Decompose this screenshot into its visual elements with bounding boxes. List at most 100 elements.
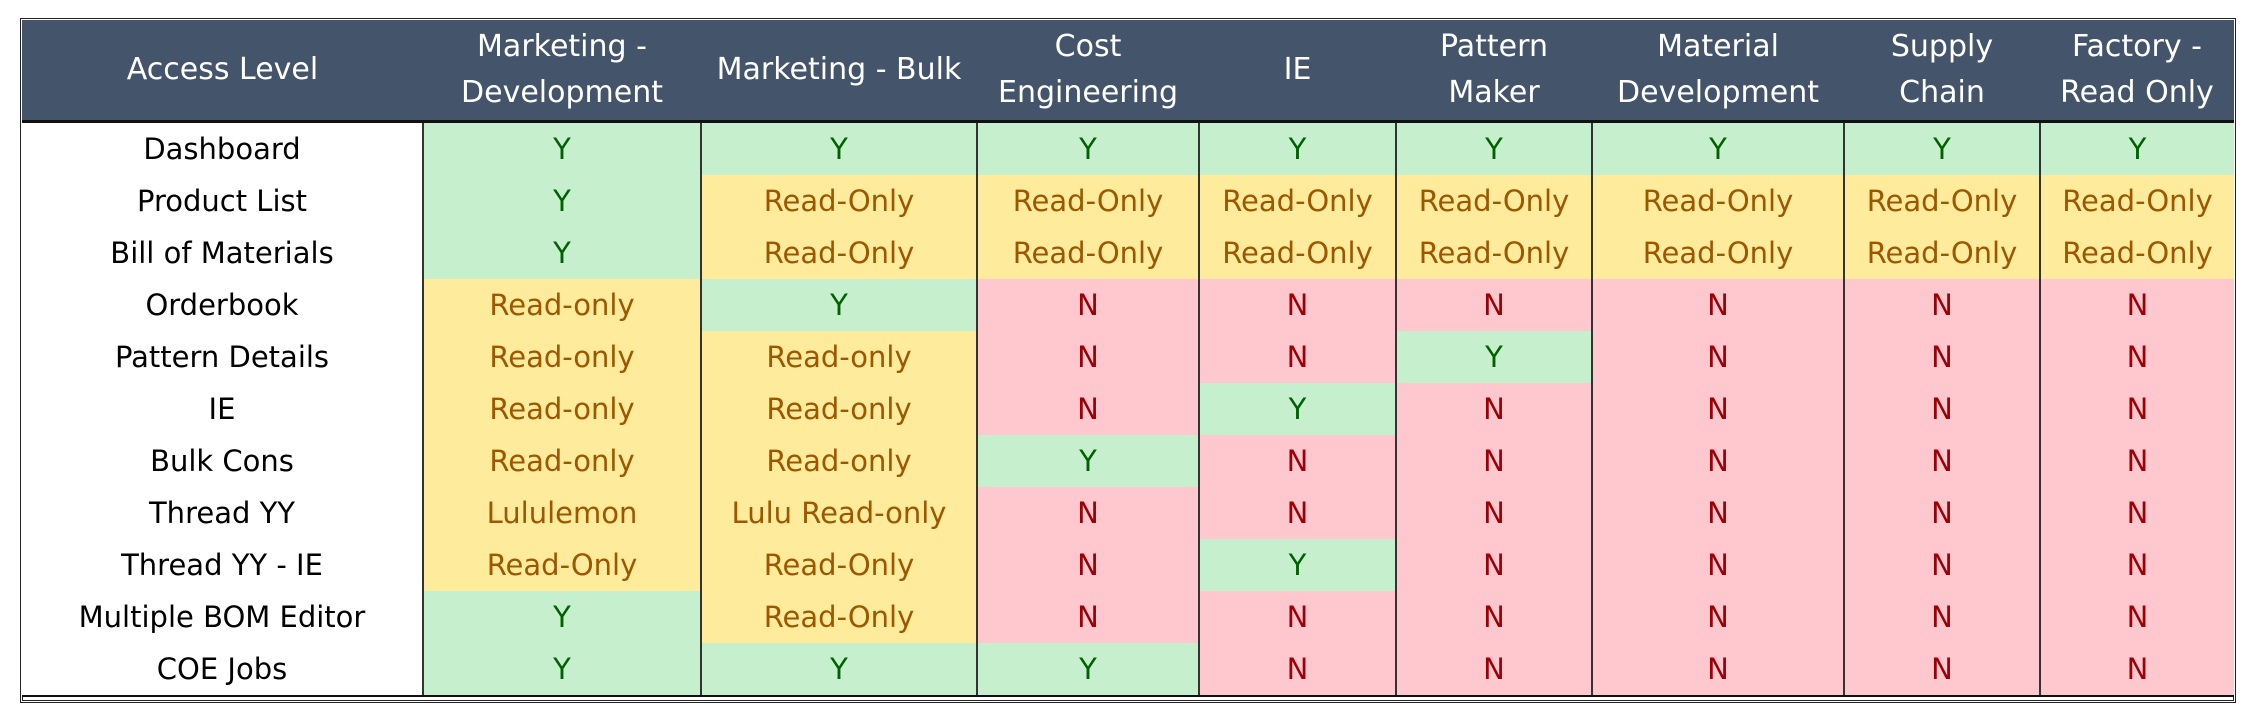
access-cell: Read-Only [2039,175,2234,227]
row-label: Orderbook [22,279,423,331]
access-cell: N [1843,279,2040,331]
column-header: Factory - Read Only [2040,20,2234,123]
access-cell: Y [422,175,701,227]
column-header: Pattern Maker [1396,20,1592,123]
access-cell: Read-Only [1395,175,1592,227]
access-cell: N [1198,331,1396,383]
access-cell: N [1843,435,2040,487]
access-cell: Y [1591,121,1844,175]
access-cell: N [1591,487,1844,539]
access-cell: Read-Only [1591,227,1844,279]
access-cell: N [1395,539,1592,591]
access-cell: Read-only [700,331,977,383]
access-cell: N [1591,643,1844,697]
access-cell: N [1843,487,2040,539]
access-cell: Read-Only [1395,227,1592,279]
access-cell: N [2039,435,2234,487]
access-cell: Y [2039,121,2234,175]
access-cell: Read-Only [700,227,977,279]
access-cell: N [1843,539,2040,591]
access-cell: N [2039,383,2234,435]
access-cell: Y [1198,121,1396,175]
access-cell: Y [422,643,701,697]
access-cell: Read-Only [2039,227,2234,279]
access-cell: N [976,539,1199,591]
access-cell: Y [700,643,977,697]
column-header: Supply Chain [1844,20,2040,123]
access-cell: N [2039,487,2234,539]
access-cell: Y [422,121,701,175]
access-cell: Read-only [422,435,701,487]
row-label: Thread YY - IE [22,539,423,591]
access-cell: N [1395,383,1592,435]
access-cell: N [1591,539,1844,591]
access-cell: Y [422,591,701,643]
access-cell: Lululemon [422,487,701,539]
access-cell: N [1198,591,1396,643]
access-cell: N [1843,383,2040,435]
row-label: Thread YY [22,487,423,539]
column-header: Marketing - Bulk [701,20,977,123]
column-header: Marketing - Development [423,20,701,123]
access-cell: Read-Only [976,227,1199,279]
access-cell: N [976,279,1199,331]
access-cell: N [1198,435,1396,487]
access-cell: N [1591,279,1844,331]
access-cell: Read-only [422,331,701,383]
access-cell: Read-Only [1843,227,2040,279]
access-cell: Read-Only [1591,175,1844,227]
access-cell: N [2039,539,2234,591]
access-cell: Y [700,279,977,331]
access-cell: Read-only [700,383,977,435]
access-cell: N [1395,435,1592,487]
access-cell: Read-only [422,383,701,435]
access-cell: N [976,487,1199,539]
access-cell: N [976,591,1199,643]
access-cell: Read-only [700,435,977,487]
access-cell: Read-Only [1843,175,2040,227]
access-cell: Read-only [422,279,701,331]
access-cell: N [1591,591,1844,643]
access-cell: N [976,331,1199,383]
access-cell: N [1198,643,1396,697]
access-cell: Y [1395,331,1592,383]
access-cell: Y [1198,539,1396,591]
access-cell: Lulu Read-only [700,487,977,539]
access-cell: Y [1395,121,1592,175]
access-cell: Y [976,121,1199,175]
access-cell: N [976,383,1199,435]
access-cell: Read-Only [700,591,977,643]
access-cell: N [1843,591,2040,643]
access-cell: Y [1843,121,2040,175]
access-cell: N [2039,331,2234,383]
access-cell: Read-Only [1198,175,1396,227]
access-cell: N [1198,279,1396,331]
row-label: Bill of Materials [22,227,423,279]
table-frame [20,18,2236,703]
access-cell: Read-Only [700,175,977,227]
access-cell: N [1843,643,2040,697]
column-header: IE [1199,20,1396,123]
access-cell: N [1591,383,1844,435]
row-label: Product List [22,175,423,227]
access-cell: Read-Only [976,175,1199,227]
row-label: COE Jobs [22,643,423,697]
column-header-access-level: Access Level [22,20,423,123]
access-cell: N [1198,487,1396,539]
access-cell: N [1591,331,1844,383]
column-header: Material Development [1592,20,1844,123]
access-cell: Y [422,227,701,279]
